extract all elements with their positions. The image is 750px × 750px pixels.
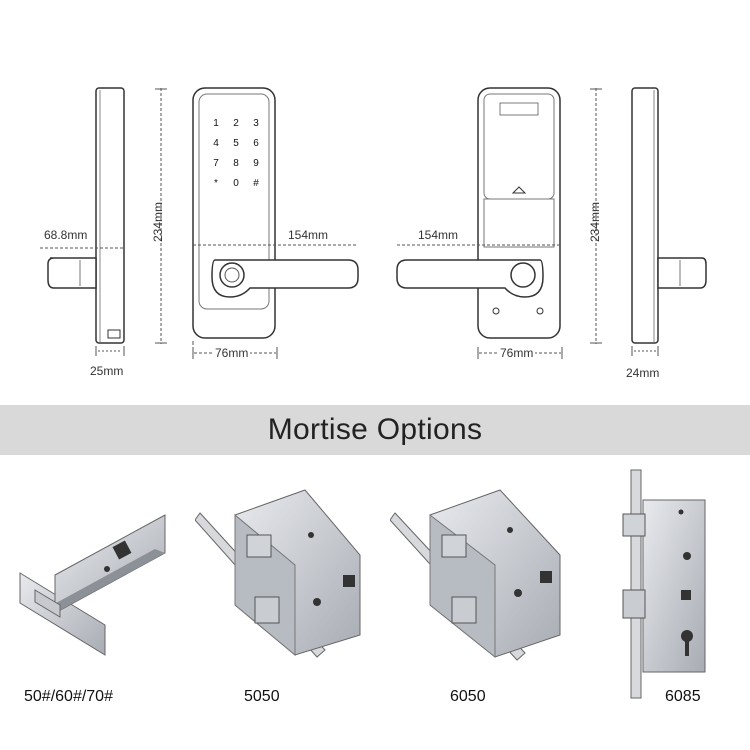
keypad: 1 2 3 4 5 6 7 8 9 * 0 #	[207, 115, 267, 195]
key-7[interactable]: 7	[213, 158, 219, 169]
dim-handle-length-back: 154mm	[418, 228, 459, 242]
section-title: Mortise Options	[267, 413, 483, 446]
front-view	[192, 87, 359, 345]
dim-handle-length-front: 154mm	[288, 228, 329, 242]
key-star[interactable]: *	[214, 178, 218, 189]
section-banner: Mortise Options	[0, 405, 750, 455]
dim-width-front: 76mm	[213, 346, 251, 360]
key-1[interactable]: 1	[213, 118, 219, 129]
mortise-label-tubular: 50#/60#/70#	[24, 688, 113, 705]
key-9[interactable]: 9	[253, 158, 259, 169]
side-profile-right	[631, 87, 707, 356]
back-view	[396, 87, 561, 339]
dim-height-right: 234mm	[588, 201, 602, 242]
key-0[interactable]: 0	[233, 178, 239, 189]
key-hash[interactable]: #	[253, 178, 259, 189]
mortise-label-6050: 6050	[450, 688, 486, 705]
key-5[interactable]: 5	[233, 138, 239, 149]
dim-depth-right: 24mm	[626, 366, 660, 380]
mortise-label-5050: 5050	[244, 688, 280, 705]
mortise-image-6050	[390, 489, 561, 661]
mortise-label-6085: 6085	[665, 688, 701, 705]
height-line-right	[590, 88, 602, 344]
mortise-image-tubular	[19, 514, 166, 656]
key-3[interactable]: 3	[253, 118, 259, 129]
key-8[interactable]: 8	[233, 158, 239, 169]
dim-width-back: 76mm	[498, 346, 536, 360]
mortise-image-6085	[622, 469, 706, 699]
dim-depth-left: 25mm	[90, 364, 124, 378]
key-6[interactable]: 6	[253, 138, 259, 149]
height-line-left	[155, 88, 167, 344]
key-4[interactable]: 4	[213, 138, 219, 149]
mortise-image-5050	[195, 489, 361, 658]
key-2[interactable]: 2	[233, 118, 239, 129]
dimension-drawing: 25mm 68.8mm 234mm 1 2 3 4 5 6 7 8 9 * 0 …	[40, 87, 707, 380]
side-profile-left	[40, 87, 125, 356]
dim-height-left: 234mm	[151, 201, 165, 242]
dim-handle-offset-left: 68.8mm	[44, 228, 88, 242]
